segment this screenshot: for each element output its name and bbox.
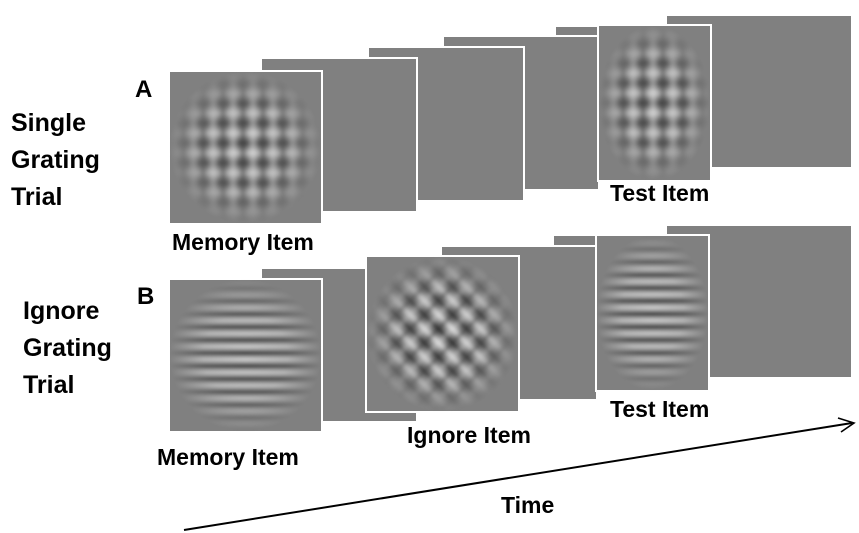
panel-b-memory-label: Memory Item	[157, 444, 299, 470]
panel-b-frames	[168, 224, 853, 433]
arrowhead-icon	[837, 417, 856, 433]
panel-a-row-label-line-2: Grating	[11, 146, 100, 174]
time-axis-label: Time	[501, 492, 555, 518]
panel-b-row-label-line-3: Trial	[23, 371, 75, 399]
panel-b-letter: B	[137, 283, 155, 310]
panel-b-test-label: Test Item	[610, 396, 710, 422]
time-axis-line	[183, 422, 853, 531]
panel-a-row-label-line-1: Single	[11, 109, 87, 137]
panel-a-frames	[168, 14, 853, 225]
panel-b-memory-frame	[168, 278, 323, 433]
horizontal-grating-memory-icon	[169, 279, 322, 432]
panel-b-test-frame	[595, 234, 710, 392]
panel-a-letter: A	[135, 76, 153, 103]
plaid-grating-test-icon	[598, 25, 711, 181]
panel-b-row-label: Ignore Grating Trial	[23, 293, 112, 404]
panel-b-ignore-label: Ignore Item	[407, 422, 531, 448]
panel-a-memory-frame	[168, 70, 323, 225]
panel-b-ignore-frame	[365, 255, 520, 413]
plaid-grating-memory-icon	[169, 71, 322, 224]
panel-b-row-label-line-1: Ignore	[23, 297, 100, 325]
panel-a-row-label: Single Grating Trial	[11, 105, 100, 216]
panel-a-row-label-line-3: Trial	[11, 183, 63, 211]
panel-a-memory-label: Memory Item	[172, 229, 314, 255]
panel-a-test-label: Test Item	[610, 180, 710, 206]
panel-b-row-label-line-2: Grating	[23, 334, 112, 362]
diagonal-grating-ignore-icon	[366, 256, 519, 412]
time-arrow	[183, 417, 856, 531]
horizontal-grating-test-icon	[596, 235, 709, 391]
panel-a-test-frame	[597, 24, 712, 182]
